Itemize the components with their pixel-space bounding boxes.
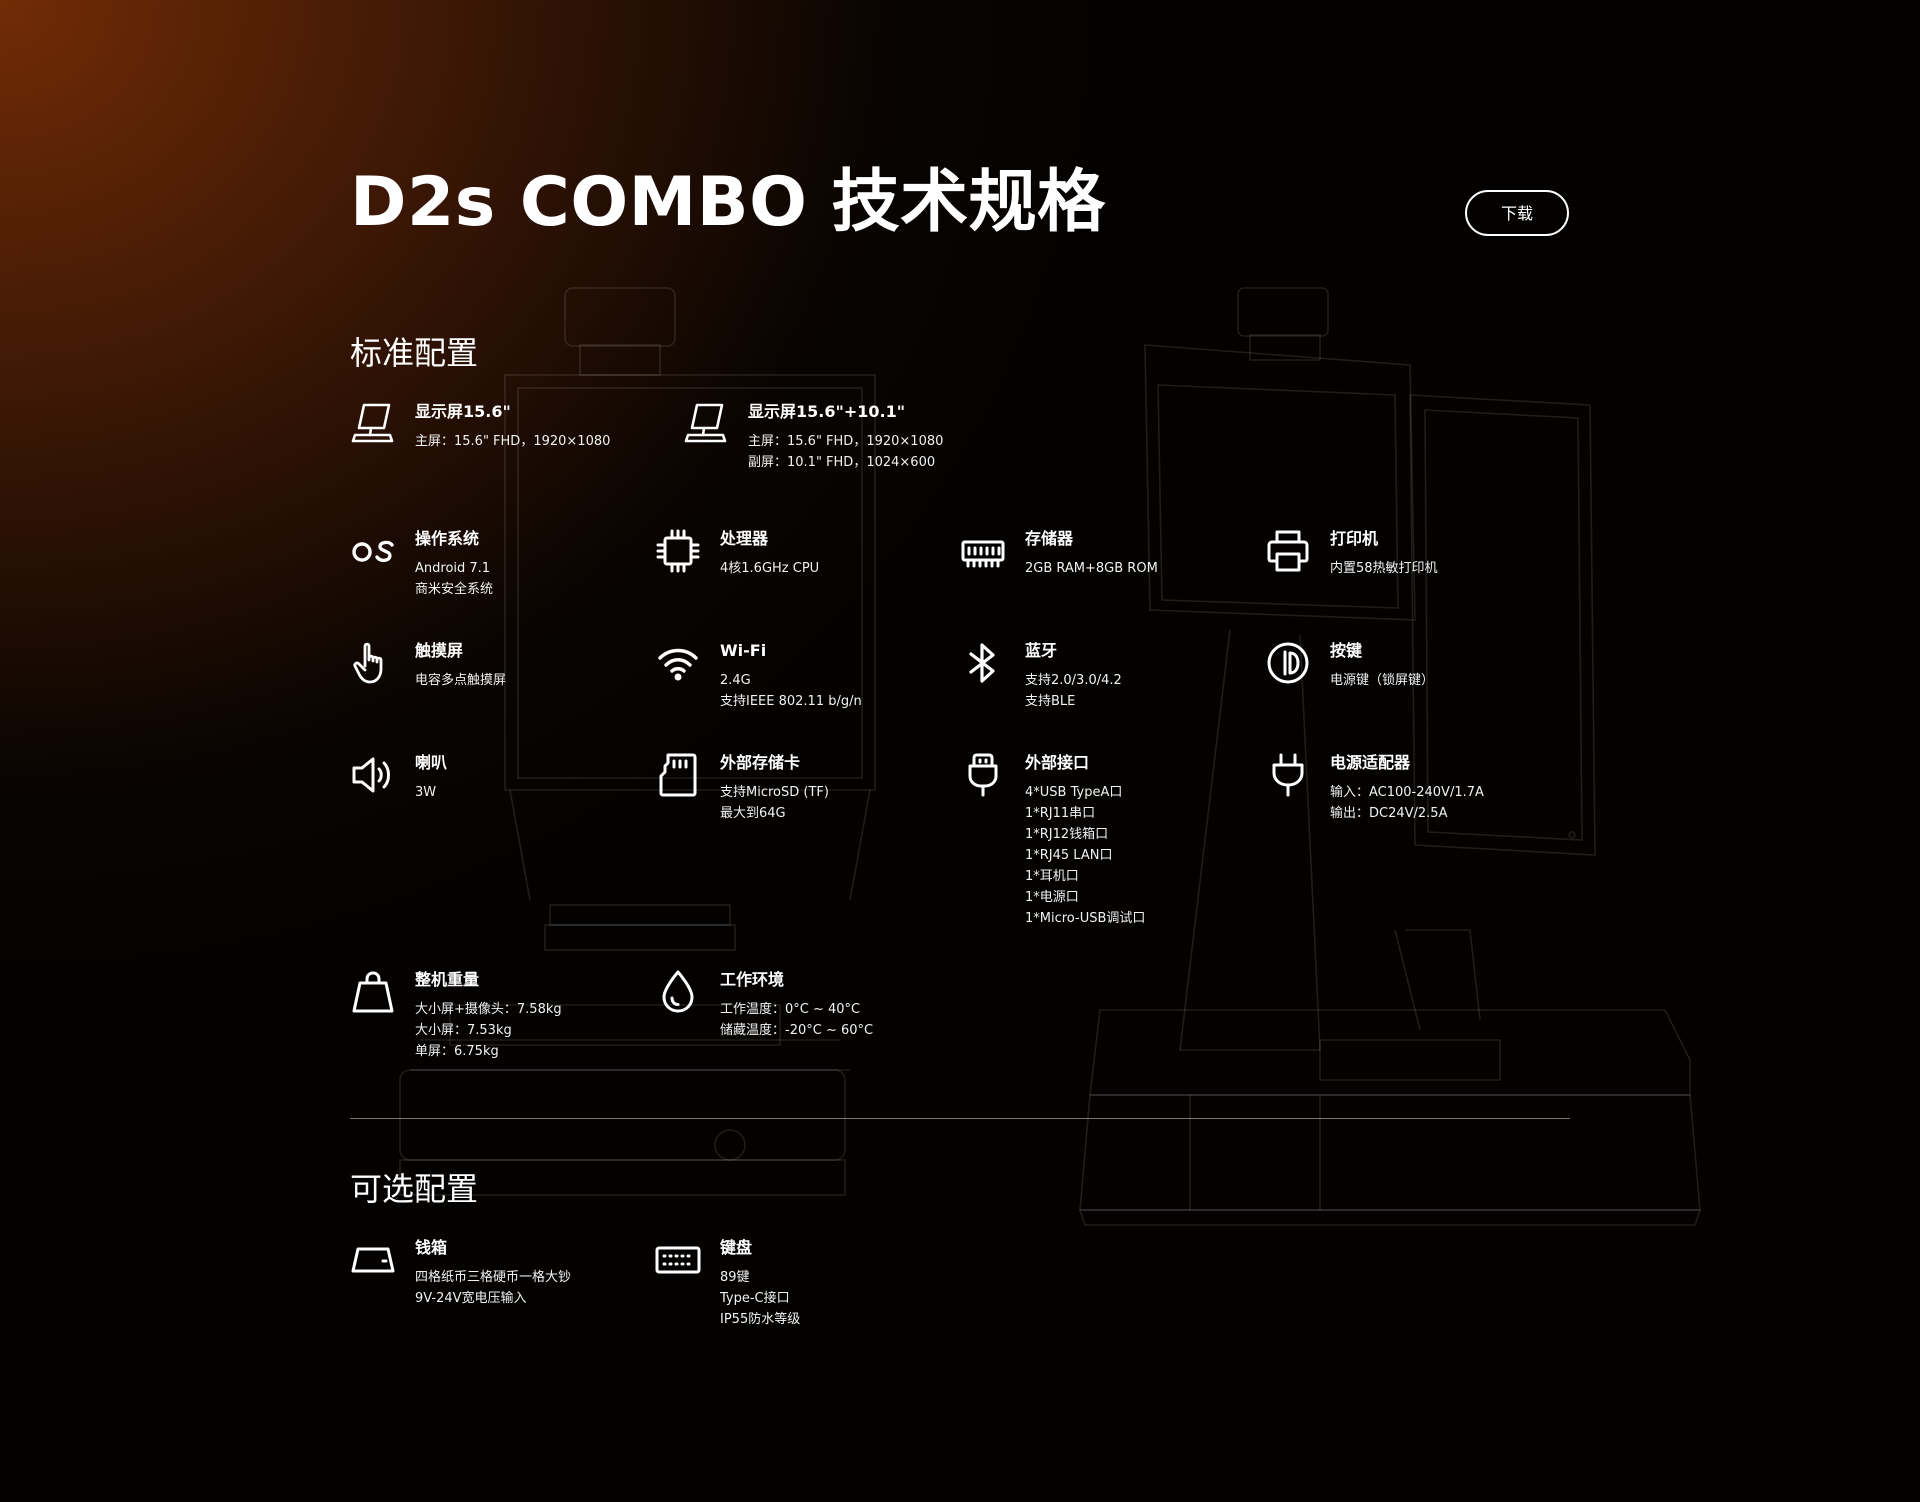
usb-plug-icon: [960, 752, 1006, 798]
spec-value: Android 7.1: [415, 561, 491, 576]
standard-config-heading: 标准配置: [350, 334, 479, 372]
spec-title: 处理器: [720, 529, 769, 548]
touch-icon: [350, 640, 396, 686]
spec-title: 显示屏15.6": [415, 402, 511, 421]
spec-value: 副屏：10.1" FHD，1024×600: [748, 455, 936, 470]
bluetooth-icon: [960, 640, 1006, 686]
speaker-icon: [350, 752, 396, 798]
spec-value: 支持MicroSD (TF): [720, 785, 829, 800]
monitor-icon: [683, 401, 729, 447]
power-plug-icon: [1265, 752, 1311, 798]
spec-value: 3W: [415, 785, 437, 800]
spec-value: 1*RJ45 LAN口: [1025, 848, 1113, 863]
spec-value: 输入：AC100-240V/1.7A: [1330, 785, 1484, 800]
weight-icon: [350, 969, 396, 1015]
spec-value: 1*RJ12钱箱口: [1025, 827, 1109, 842]
os-icon: [350, 528, 396, 574]
wifi-icon: [655, 640, 701, 686]
spec-value: 大小屏+摄像头：7.58kg: [415, 1002, 562, 1017]
cash-drawer-icon: [350, 1237, 396, 1283]
spec-value: 1*RJ11串口: [1025, 806, 1096, 821]
spec-value: 1*耳机口: [1025, 869, 1079, 884]
spec-title: 显示屏15.6"+10.1": [748, 402, 906, 421]
spec-title: 喇叭: [415, 753, 448, 772]
spec-title: 外部接口: [1025, 753, 1090, 772]
spec-value: 大小屏：7.53kg: [415, 1023, 512, 1038]
spec-value: 89键: [720, 1270, 750, 1285]
power-button-icon: [1265, 640, 1311, 686]
spec-value: 电容多点触摸屏: [415, 673, 507, 688]
spec-title: 打印机: [1330, 529, 1379, 548]
spec-value: IP55防水等级: [720, 1312, 801, 1327]
spec-title: 外部存储卡: [720, 753, 801, 772]
page-title: D2s COMBO 技术规格: [350, 163, 1106, 242]
spec-value: 4核1.6GHz CPU: [720, 561, 820, 576]
spec-value: Type-C接口: [720, 1291, 790, 1306]
spec-value: 2GB RAM+8GB ROM: [1025, 561, 1158, 576]
spec-title: 触摸屏: [415, 641, 464, 660]
water-drop-icon: [655, 969, 701, 1015]
spec-value: 1*Micro-USB调试口: [1025, 911, 1146, 926]
keyboard-icon: [655, 1237, 701, 1283]
spec-value: 四格纸币三格硬币一格大钞: [415, 1270, 572, 1285]
spec-value: 主屏：15.6" FHD，1920×1080: [748, 434, 944, 449]
cpu-icon: [655, 528, 701, 574]
spec-value: 支持IEEE 802.11 b/g/n: [720, 694, 862, 709]
spec-title: 键盘: [720, 1238, 753, 1257]
spec-value: 储藏温度：-20°C ~ 60°C: [720, 1023, 874, 1038]
spec-value: 输出：DC24V/2.5A: [1330, 806, 1448, 821]
download-button[interactable]: 下载: [1465, 190, 1569, 236]
spec-value: 9V-24V宽电压输入: [415, 1291, 527, 1306]
spec-title: 钱箱: [415, 1238, 448, 1257]
optional-config-heading: 可选配置: [350, 1170, 479, 1208]
spec-value: 最大到64G: [720, 806, 786, 821]
spec-title: 存储器: [1025, 529, 1074, 548]
spec-title: 电源适配器: [1330, 753, 1411, 772]
spec-title: 工作环境: [720, 970, 785, 989]
section-divider: [350, 1118, 1570, 1119]
monitor-icon: [350, 401, 396, 447]
spec-title: 蓝牙: [1025, 641, 1058, 660]
spec-value: 4*USB TypeA口: [1025, 785, 1123, 800]
spec-value: 支持BLE: [1025, 694, 1076, 709]
spec-value: 单屏：6.75kg: [415, 1044, 499, 1059]
spec-value: 商米安全系统: [415, 582, 494, 597]
spec-value: 内置58热敏打印机: [1330, 561, 1438, 576]
sd-card-icon: [655, 752, 701, 798]
spec-value: 2.4G: [720, 673, 751, 688]
spec-title: 整机重量: [415, 970, 480, 989]
spec-value: 电源键（锁屏键）: [1330, 673, 1435, 688]
spec-title: 操作系统: [415, 529, 480, 548]
spec-value: 支持2.0/3.0/4.2: [1025, 673, 1122, 688]
spec-value: 1*电源口: [1025, 890, 1079, 905]
printer-icon: [1265, 528, 1311, 574]
spec-title: Wi-Fi: [720, 641, 767, 660]
spec-value: 工作温度：0°C ~ 40°C: [720, 1002, 861, 1017]
spec-title: 按键: [1330, 641, 1363, 660]
memory-icon: [960, 528, 1006, 574]
spec-value: 主屏：15.6" FHD，1920×1080: [415, 434, 611, 449]
